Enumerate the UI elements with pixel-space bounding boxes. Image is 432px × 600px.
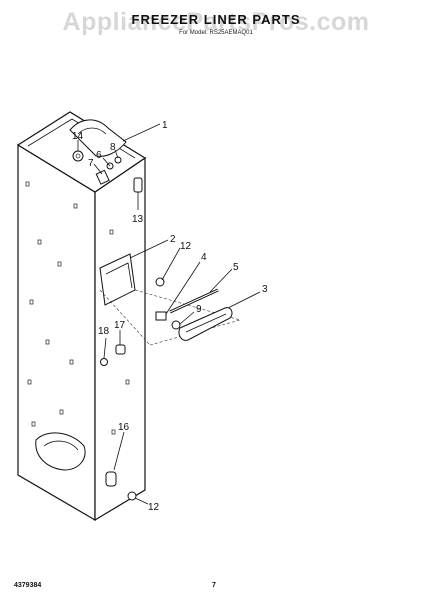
callout-6: 6 <box>96 150 102 161</box>
leader-lines <box>77 123 261 505</box>
callout-14: 14 <box>72 131 84 142</box>
model-subtitle: For Model: RS25AEMAQ01 <box>179 30 253 36</box>
page-title: FREEZER LINER PARTS <box>131 12 301 27</box>
screw-part-18 <box>100 358 108 366</box>
callout-8: 8 <box>110 142 116 153</box>
top-cover-part <box>69 119 127 157</box>
callout-9: 9 <box>196 304 202 315</box>
bracket-part-17 <box>115 344 126 355</box>
clip-part-13 <box>133 177 143 193</box>
bracket-part-4 <box>155 311 167 321</box>
screw-part-9 <box>171 320 181 330</box>
page-number: 7 <box>212 582 216 589</box>
document-number: 4379384 <box>14 582 42 589</box>
fitting-part-16 <box>105 471 117 487</box>
callout-13: 13 <box>132 214 144 225</box>
callout-18: 18 <box>98 326 110 337</box>
callout-12-upper: 12 <box>180 241 192 252</box>
callout-16: 16 <box>118 422 130 433</box>
callout-17: 17 <box>114 320 126 331</box>
callout-5: 5 <box>233 262 239 273</box>
screw-part-12-lower <box>127 491 137 501</box>
watermark: AppliancePartsPros.com <box>62 8 370 36</box>
callout-7: 7 <box>88 158 94 169</box>
front-face-holes <box>25 181 78 427</box>
callout-4: 4 <box>201 252 207 263</box>
callout-1: 1 <box>162 120 168 131</box>
drain-opening <box>35 432 86 471</box>
rod-part-5 <box>169 288 219 314</box>
callout-12-lower: 12 <box>148 502 160 513</box>
cover-part-3 <box>178 307 233 341</box>
callout-2: 2 <box>170 234 176 245</box>
side-face-holes <box>109 229 130 435</box>
callout-3: 3 <box>262 284 268 295</box>
